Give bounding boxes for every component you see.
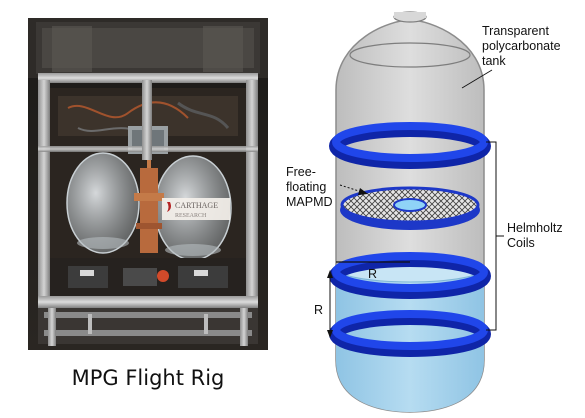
spacing-label: R xyxy=(314,303,323,317)
liquid-fill xyxy=(336,268,484,412)
carthage-logo: CARTHAGE RESEARCH xyxy=(162,198,230,220)
device-label-line-2: floating xyxy=(286,180,326,194)
device-label-line-3: MAPMD xyxy=(286,195,333,209)
tank-coil-diagram: R R Transparent polycarbonate tank Free-… xyxy=(286,11,563,413)
tank-label-line-3: tank xyxy=(482,54,506,68)
helmholtz-coil-1 xyxy=(329,122,491,169)
device-label-line-1: Free- xyxy=(286,165,316,179)
device-leader xyxy=(339,184,368,195)
flight-rig-photo: CARTHAGE RESEARCH xyxy=(28,18,268,350)
coils-label-line-2: Coils xyxy=(507,236,535,250)
tank-label-line-1: Transparent xyxy=(482,24,549,38)
coils-label-line-1: Helmholtz xyxy=(507,221,563,235)
photo-caption: MPG Flight Rig xyxy=(71,366,225,390)
helmholtz-coil-4 xyxy=(329,310,491,357)
spacing-arrow xyxy=(327,270,333,338)
tank-label-line-2: polycarbonate xyxy=(482,39,561,53)
logo-line-2: RESEARCH xyxy=(175,213,207,219)
mapmd-disk xyxy=(340,186,480,230)
radius-label: R xyxy=(368,267,377,281)
logo-line-1: CARTHAGE xyxy=(175,201,218,210)
coils-bracket xyxy=(486,141,497,331)
helmholtz-coil-3 xyxy=(329,252,491,299)
